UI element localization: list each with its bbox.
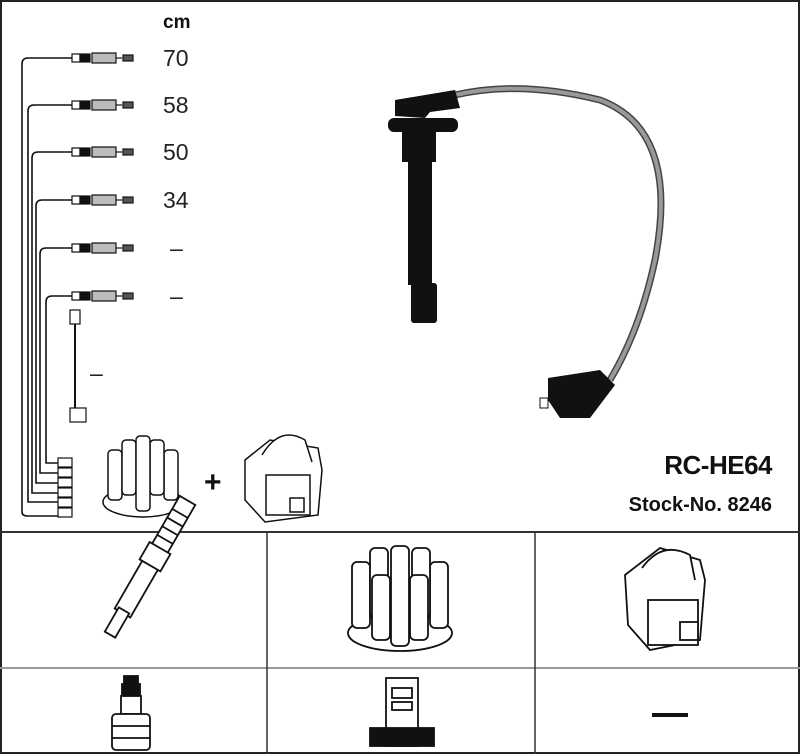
cable-length-3: 50 <box>163 139 189 165</box>
cable-connectors <box>57 52 134 518</box>
cable-length-4: 34 <box>163 187 189 213</box>
ignition-coil-icon-large <box>624 547 706 651</box>
ignition-cable-drawing <box>388 85 665 418</box>
cable-set-schematic <box>21 57 72 517</box>
distributor-cap-icon <box>102 435 184 518</box>
cable-length-5: – <box>170 235 183 261</box>
spark-plug-icon <box>103 494 197 639</box>
ignition-coil-icon <box>244 434 323 523</box>
distributor-cap-icon-large <box>347 545 453 652</box>
product-code: RC-HE64 <box>664 450 772 480</box>
cable-length-1: 70 <box>163 45 189 71</box>
coil-cable-length: – <box>90 360 103 386</box>
cable-length-6: – <box>170 283 183 309</box>
stock-number: Stock-No. 8246 <box>628 494 772 516</box>
spark-plug-terminal-icon <box>111 675 151 751</box>
plus-sign: + <box>204 466 222 499</box>
boot-terminal-icon <box>369 677 435 747</box>
unit-label: cm <box>163 12 191 33</box>
cable-length-2: 58 <box>163 92 189 118</box>
